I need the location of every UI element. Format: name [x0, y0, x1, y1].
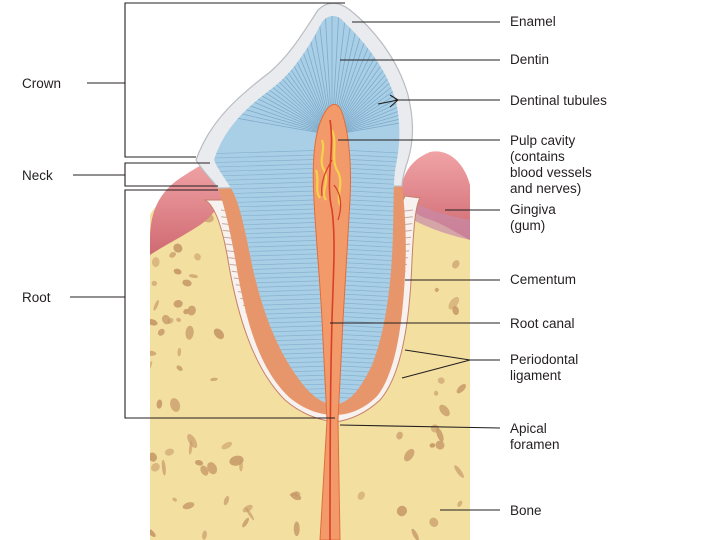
bone-spot [164, 448, 174, 456]
bone-spot [187, 305, 196, 316]
label-gingiva-2: (gum) [510, 218, 545, 233]
bone-spot [437, 377, 445, 384]
label-root: Root [22, 290, 51, 305]
label-enamel: Enamel [510, 14, 556, 29]
dentin-shape [214, 16, 400, 405]
bone-spot [457, 500, 463, 507]
bone-spot [245, 507, 255, 521]
bone-spot [176, 365, 183, 371]
bone-spot [433, 390, 439, 396]
nerve-branch [321, 159, 342, 221]
label-periodontal-1: Periodontal [510, 352, 578, 367]
bone-spot [448, 296, 460, 310]
label-bone: Bone [510, 503, 542, 518]
bone-spot [157, 328, 165, 336]
label-neck: Neck [22, 168, 53, 183]
bone-spot [150, 452, 157, 462]
label-pulp-cavity-4: and nerves) [510, 181, 581, 196]
bone-spot [153, 300, 159, 311]
bone-spot [439, 404, 450, 417]
bone-spot [454, 465, 464, 478]
bone-spot [151, 463, 160, 472]
label-dentin: Dentin [510, 52, 549, 67]
bone-spot [207, 462, 218, 475]
right-leader-lines [330, 21, 501, 511]
bone-spot [452, 305, 459, 316]
bone-spot [161, 459, 166, 476]
bone-spot [182, 279, 192, 287]
bone-spot [151, 257, 160, 268]
gingiva-left [150, 161, 228, 255]
bone-spot [150, 528, 156, 537]
bone-spot [411, 528, 419, 540]
bone-spot [210, 377, 218, 382]
bone-spot [173, 243, 183, 253]
label-gingiva-1: Gingiva [510, 202, 556, 217]
pulp-yellow-vessels [314, 129, 342, 206]
blood-vessel [328, 119, 335, 540]
bone-spot [170, 398, 181, 412]
bone-spot [150, 361, 153, 371]
bone-spot [396, 505, 407, 517]
bone-spot [213, 328, 224, 340]
bone-spot [396, 431, 403, 440]
label-pulp-cavity-3: blood vessels [510, 165, 592, 180]
bone-spot [169, 252, 176, 258]
bone-spot [223, 496, 230, 506]
crown-bracket [124, 2, 345, 158]
bone-spot [173, 299, 183, 308]
bone-spot [185, 325, 194, 340]
bone-spot [150, 350, 157, 356]
bone-spot [177, 347, 182, 357]
label-pulp-cavity-2: (contains [510, 149, 565, 164]
bone-spot [229, 455, 244, 466]
label-dentinal-tubules: Dentinal tubules [510, 93, 607, 108]
bone-spot [151, 280, 157, 287]
bone-spot [429, 443, 436, 448]
bone-spot [242, 504, 253, 513]
root-bracket [124, 189, 335, 419]
bone-spot [194, 253, 201, 261]
bone-spot [187, 434, 198, 448]
left-brackets [70, 2, 345, 419]
bone-spot [221, 441, 233, 450]
bone-spot [435, 440, 445, 450]
bone-spot [294, 491, 301, 497]
bone-spot [429, 517, 439, 527]
pulp-and-canal [312, 103, 352, 540]
label-periodontal-2: ligament [510, 368, 561, 383]
label-root-canal: Root canal [510, 316, 575, 331]
bone-spot [161, 314, 171, 325]
bone-spot [202, 530, 207, 540]
bone-spot [404, 448, 415, 462]
bone-spot [172, 497, 177, 502]
bone-spot [456, 384, 466, 394]
label-apical-foramen-2: foramen [510, 437, 560, 452]
label-apical-foramen-1: Apical [510, 421, 547, 436]
bone-spot [293, 521, 300, 537]
bone-spot [436, 428, 444, 442]
label-cementum: Cementum [510, 272, 576, 287]
bone-spot [434, 287, 439, 292]
bone-spot [156, 399, 163, 409]
bone-spot [188, 274, 199, 279]
label-crown: Crown [22, 76, 61, 91]
bone-spot [357, 491, 365, 500]
bone-spot [150, 319, 158, 326]
bone-spot [173, 268, 182, 275]
bone-spot [242, 517, 250, 528]
bone-spot [452, 260, 460, 269]
bone-spot [176, 317, 182, 323]
bone-spot [200, 465, 209, 476]
bone-spot [182, 502, 195, 510]
label-pulp-cavity-1: Pulp cavity [510, 133, 576, 148]
bone-spot [195, 459, 204, 466]
